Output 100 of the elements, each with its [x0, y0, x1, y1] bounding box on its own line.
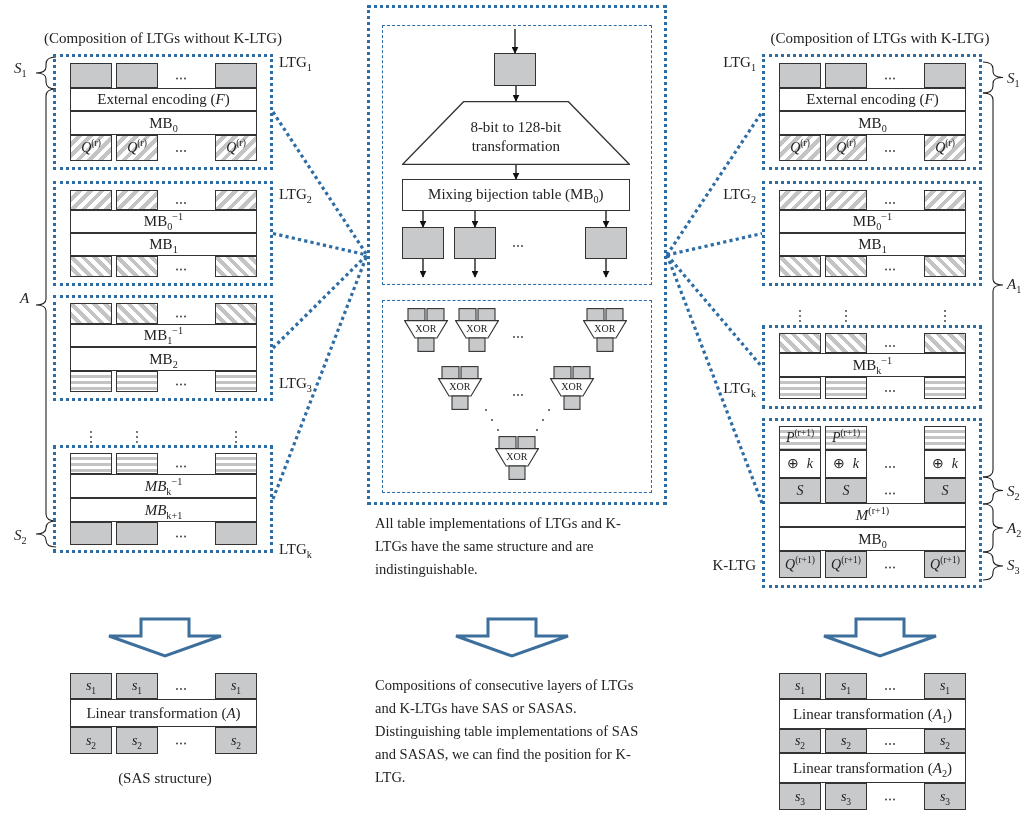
- lookup-cell: [825, 63, 867, 88]
- xor-gate: XOR: [549, 365, 594, 410]
- lookup-cell: Q$^{(r+1)}$: [779, 551, 821, 578]
- lookup-cell: [70, 190, 112, 210]
- lookup-cell: [493, 52, 536, 86]
- lookup-cell: [779, 333, 821, 353]
- layer-bar: MB$_{1}$: [779, 233, 966, 256]
- lookup-cell: [116, 453, 158, 474]
- lookup-cell: S: [924, 478, 966, 503]
- dotted-connector: [665, 111, 764, 256]
- arrow: [419, 258, 427, 278]
- lookup-cell: [779, 256, 821, 277]
- lookup-cell: [70, 371, 112, 392]
- lookup-cell: [825, 377, 867, 399]
- lookup-cell: [924, 256, 966, 277]
- layer-bar: MB$_{2}$: [70, 347, 257, 371]
- dotted-connector: [272, 231, 368, 257]
- caption-text: (SAS structure): [117, 770, 213, 787]
- lookup-cell: [116, 303, 158, 324]
- group-label: K-LTG: [712, 558, 756, 573]
- lookup-cell: [215, 63, 257, 88]
- xor-gate: XOR: [403, 307, 448, 352]
- arrow: [512, 85, 520, 102]
- layer-bar: Mixing bijection table (MB$_{0}$): [401, 178, 630, 211]
- lookup-cell: [924, 63, 966, 88]
- lookup-cell: [924, 426, 966, 450]
- group-label: LTG$_{k}$: [279, 542, 312, 557]
- lookup-cell: [215, 190, 257, 210]
- lookup-cell: [779, 377, 821, 399]
- lookup-cell: [215, 453, 257, 474]
- lookup-cell: ⊕ k: [825, 450, 867, 478]
- lookup-cell: [453, 226, 496, 259]
- xor-gate: XOR: [494, 435, 539, 480]
- dotted-connector: [666, 231, 763, 257]
- group-label: LTG$_{2}$: [279, 187, 312, 202]
- lookup-cell: s$_{2}$: [924, 729, 966, 753]
- lookup-cell: [215, 256, 257, 277]
- lookup-cell: [70, 63, 112, 88]
- lookup-cell: Q$^{(r+1)}$: [825, 551, 867, 578]
- brace-label: A$_{1}$: [1007, 276, 1022, 293]
- lookup-cell: s$_{2}$: [215, 727, 257, 754]
- lookup-cell: s$_{1}$: [116, 673, 158, 699]
- lookup-cell: ⊕ k: [924, 450, 966, 478]
- lookup-cell: [70, 522, 112, 545]
- lookup-cell: [215, 522, 257, 545]
- layer-bar: Linear transformation (A): [70, 699, 257, 727]
- group-label: LTG$_{k}$: [723, 381, 756, 396]
- lookup-cell: [116, 371, 158, 392]
- brace-label: S$_{1}$: [1007, 70, 1020, 87]
- group-label: LTG$_{1}$: [723, 55, 756, 70]
- lookup-cell: S: [779, 478, 821, 503]
- dotted-connector: [271, 253, 369, 350]
- lookup-cell: Q$^{(r+1)}$: [924, 551, 966, 578]
- brace-label: S$_{3}$: [1007, 557, 1020, 574]
- lookup-cell: [70, 303, 112, 324]
- lookup-cell: [70, 453, 112, 474]
- lookup-cell: ⊕ k: [779, 450, 821, 478]
- caption-text: (Composition of LTGs without K-LTG): [43, 30, 283, 47]
- layer-bar: M$^{(r+1)}$: [779, 503, 966, 527]
- arrow: [602, 210, 610, 228]
- arrow: [602, 258, 610, 278]
- lookup-cell: [825, 333, 867, 353]
- caption-text: (Composition of LTGs with K-LTG): [769, 30, 991, 47]
- lookup-cell: s$_{1}$: [70, 673, 112, 699]
- lookup-cell: [584, 226, 627, 259]
- dashed-panel: [382, 25, 652, 285]
- lookup-cell: S: [825, 478, 867, 503]
- lookup-cell: [779, 63, 821, 88]
- brace-label: A$_{2}$: [1007, 520, 1022, 537]
- lookup-cell: [779, 190, 821, 210]
- lookup-cell: [116, 256, 158, 277]
- layer-bar: External encoding (F): [70, 88, 257, 111]
- lookup-cell: s$_{3}$: [825, 783, 867, 810]
- lookup-cell: s$_{3}$: [924, 783, 966, 810]
- lookup-cell: [924, 377, 966, 399]
- layer-bar: Linear transformation (A$_{2}$): [779, 753, 966, 783]
- lookup-cell: [924, 190, 966, 210]
- layer-bar: MB$_{k+1}$: [70, 498, 257, 522]
- group-label: LTG$_{1}$: [279, 55, 312, 70]
- dotted-connector: [665, 254, 764, 504]
- lookup-cell: [70, 256, 112, 277]
- lookup-cell: [116, 522, 158, 545]
- lookup-cell: s$_{1}$: [215, 673, 257, 699]
- dotted-connector: [271, 254, 369, 500]
- lookup-cell: [215, 303, 257, 324]
- lookup-cell: [924, 333, 966, 353]
- lookup-cell: P$^{(r+1)}$: [825, 426, 867, 450]
- lookup-cell: Q$^{(r)}$: [779, 135, 821, 161]
- xor-gate: XOR: [582, 307, 627, 352]
- layer-bar: External encoding (F): [779, 88, 966, 111]
- lookup-cell: s$_{1}$: [779, 673, 821, 699]
- lookup-cell: s$_{2}$: [116, 727, 158, 754]
- layer-bar: MB$_{1}$: [70, 233, 257, 256]
- layer-bar: Linear transformation (A$_{1}$): [779, 699, 966, 729]
- lookup-cell: [215, 371, 257, 392]
- lookup-cell: Q$^{(r)}$: [825, 135, 867, 161]
- lookup-cell: [116, 190, 158, 210]
- brace-label: S$_{2}$: [14, 527, 27, 544]
- lookup-cell: Q$^{(r)}$: [924, 135, 966, 161]
- brace-label: A: [20, 290, 30, 307]
